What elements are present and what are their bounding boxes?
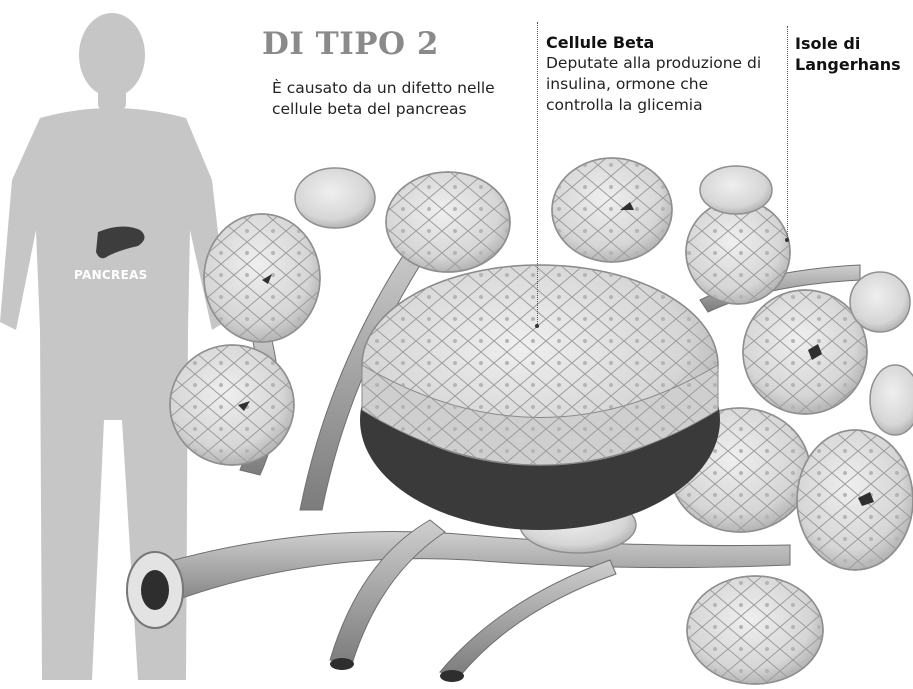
beta-cells-heading: Cellule Beta — [546, 33, 654, 52]
beta-cells-description: Deputate alla produzione di insulina, or… — [546, 53, 776, 116]
islets-dot — [785, 238, 789, 242]
title: DI TIPO 2 — [262, 26, 439, 62]
pancreas-label: PANCREAS — [74, 268, 148, 282]
islet-of-langerhans — [360, 265, 720, 530]
beta-cells-dot — [535, 324, 539, 328]
description: È causato da un difetto nelle cellule be… — [272, 78, 512, 120]
islets-label: Isole di Langerhans — [795, 33, 913, 75]
islets-leader — [787, 26, 788, 240]
beta-cells-leader — [537, 22, 538, 324]
